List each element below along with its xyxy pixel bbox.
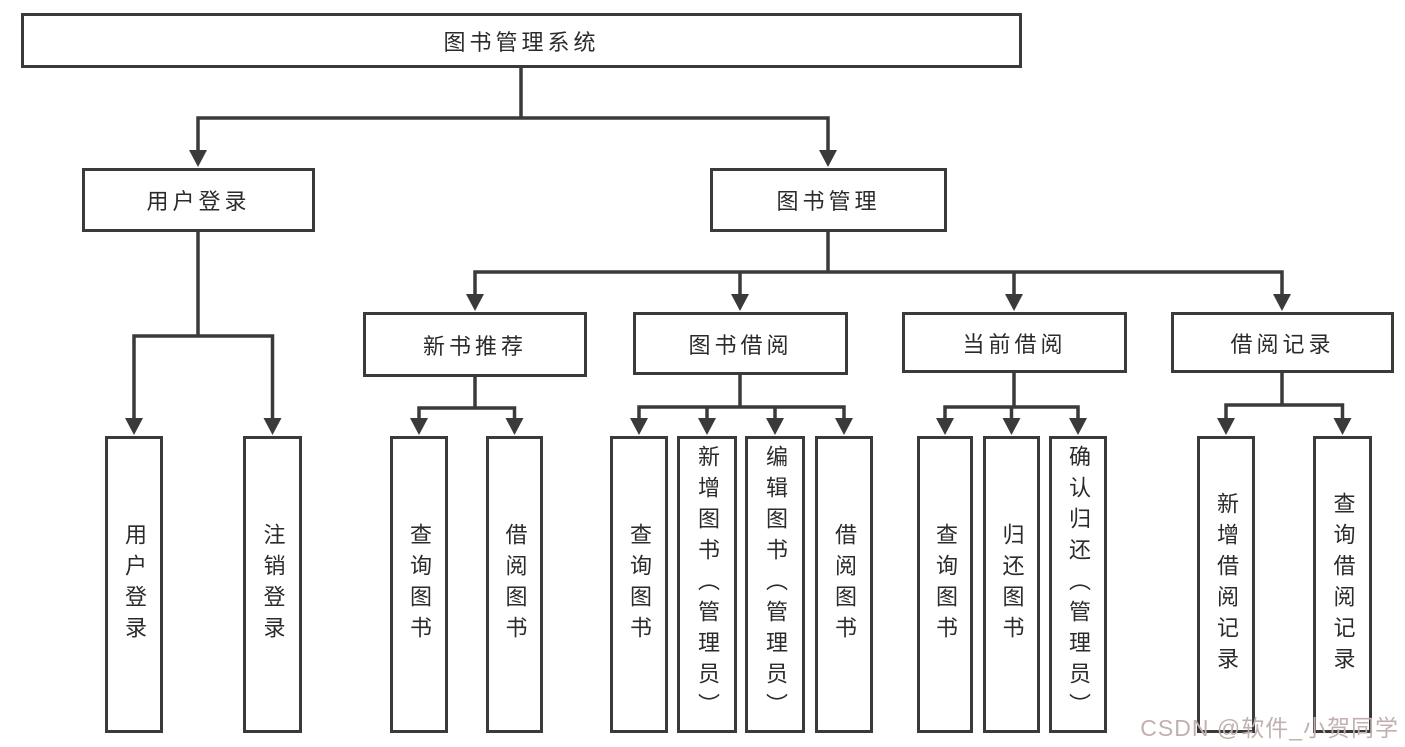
node-book-borrowing-label: 图书借阅 [688, 332, 793, 358]
leaf-add-borrow-record: 新增借阅记录 [1197, 436, 1255, 733]
leaf-confirm-return-admin-label: 确认归还（管理员） [1066, 445, 1091, 724]
leaf-logout: 注销登录 [243, 436, 302, 733]
node-book-management: 图书管理 [710, 168, 947, 232]
leaf-return-books: 归还图书 [983, 436, 1040, 733]
leaf-borrow-books: 借阅图书 [815, 436, 873, 733]
leaf-borrow-books-label: 借阅图书 [832, 522, 857, 647]
csdn-watermark: CSDN @软件_小贺同学 [1140, 715, 1399, 741]
node-current-borrowing-label: 当前借阅 [962, 331, 1067, 357]
leaf-add-books-admin: 新增图书（管理员） [677, 436, 737, 733]
leaf-query-books-borrowing: 查询图书 [610, 436, 668, 733]
leaf-query-borrow-record-label: 查询借阅记录 [1330, 491, 1356, 678]
leaf-edit-books-admin-label: 编辑图书（管理员） [763, 445, 788, 724]
node-user-login-label: 用户登录 [146, 189, 251, 214]
leaf-query-books-recommend-label: 查询图书 [407, 522, 432, 647]
leaf-query-borrow-record: 查询借阅记录 [1313, 436, 1372, 733]
leaf-query-books-current-label: 查询图书 [933, 522, 958, 647]
leaf-query-books-recommend: 查询图书 [390, 436, 448, 733]
leaf-confirm-return-admin: 确认归还（管理员） [1049, 436, 1107, 733]
node-new-book-recommend-label: 新书推荐 [422, 333, 527, 359]
node-book-management-label: 图书管理 [776, 189, 881, 214]
node-book-borrowing: 图书借阅 [633, 312, 848, 375]
leaf-user-login: 用户登录 [105, 436, 163, 733]
leaf-user-login-label: 用户登录 [122, 522, 147, 647]
leaf-query-books-borrowing-label: 查询图书 [627, 522, 652, 647]
leaf-borrow-books-recommend: 借阅图书 [486, 436, 543, 733]
leaf-logout-label: 注销登录 [260, 522, 286, 647]
leaf-query-books-current: 查询图书 [917, 436, 973, 733]
node-borrowing-records: 借阅记录 [1171, 312, 1394, 373]
node-new-book-recommend: 新书推荐 [363, 312, 587, 377]
leaf-add-books-admin-label: 新增图书（管理员） [695, 445, 720, 724]
node-borrowing-records-label: 借阅记录 [1230, 331, 1335, 357]
node-library-system: 图书管理系统 [21, 13, 1022, 68]
leaf-borrow-books-recommend-label: 借阅图书 [502, 522, 528, 647]
connector-line-path [132, 64, 1345, 423]
leaf-edit-books-admin: 编辑图书（管理员） [745, 436, 805, 733]
node-user-login: 用户登录 [82, 168, 315, 232]
leaf-return-books-label: 归还图书 [999, 522, 1025, 647]
node-library-system-label: 图书管理系统 [443, 29, 600, 55]
leaf-add-borrow-record-label: 新增借阅记录 [1214, 491, 1239, 678]
node-current-borrowing: 当前借阅 [902, 312, 1127, 373]
